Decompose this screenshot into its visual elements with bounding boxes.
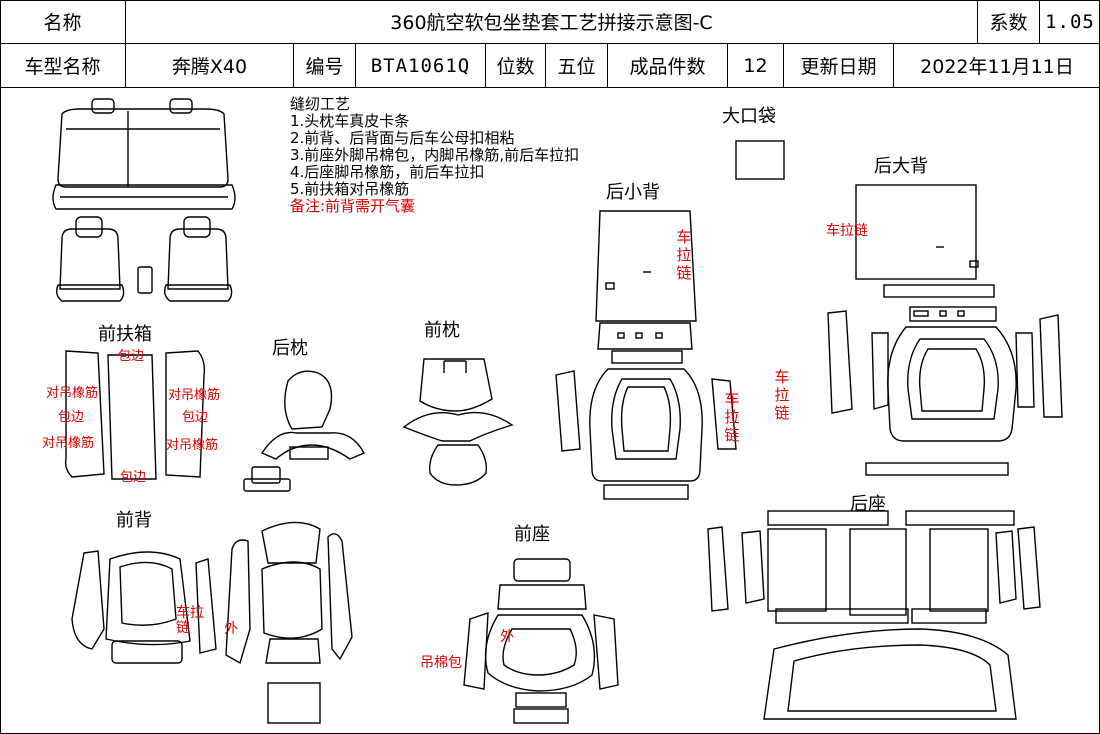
pieces-label: 成品件数 <box>608 44 728 87</box>
note-zipper: 车拉链 <box>774 368 790 422</box>
note-zipper: 车拉链 <box>724 390 740 444</box>
seats-value: 五位 <box>546 44 608 87</box>
date-value: 2022年11月11日 <box>920 56 1074 78</box>
craft-step: 3.前座外脚吊棉包，内脚吊橡筋,前后车拉扣 <box>290 146 580 164</box>
note-pair-elastic: 对吊橡筋 <box>168 388 221 403</box>
overview-front-seats <box>55 216 233 302</box>
model-value: 奔腾X40 <box>126 44 294 87</box>
note-pair-elastic: 对吊橡筋 <box>42 436 95 451</box>
label-big-pocket: 大口袋 <box>722 106 776 127</box>
rear-headrest-pieces <box>243 370 365 492</box>
craft-step: 1.头枕车真皮卡条 <box>290 112 410 130</box>
label-rear-headrest: 后枕 <box>272 338 308 359</box>
craft-note: 备注:前背需开气囊 <box>290 197 416 215</box>
label-rear-small-back: 后小背 <box>606 182 660 203</box>
note-wrap-edge: 包边 <box>182 410 209 425</box>
rear-small-back-pieces <box>555 210 737 500</box>
front-armrest-pieces <box>64 350 206 480</box>
coef-value: 1.05 <box>1045 10 1095 33</box>
code-label: 编号 <box>294 44 356 87</box>
craft-step: 2.前背、后背面与后车公母扣相粘 <box>290 129 515 147</box>
note-outer: 外 <box>224 621 238 637</box>
note-wrap-edge: 包边 <box>120 470 147 485</box>
note-zipper: 车拉链 <box>826 223 868 239</box>
craft-instructions: 缝纫工艺 1.头枕车真皮卡条 2.前背、后背面与后车公母扣相粘 3.前座外脚吊棉… <box>290 96 579 215</box>
coef-label: 系数 <box>978 0 1040 43</box>
note-zipper: 车拉链 <box>676 228 692 282</box>
header-row-info: 车型名称 奔腾X40 编号 BTA1061Q 位数 五位 成品件数 12 更新日… <box>0 44 1100 88</box>
note-pair-elastic: 对吊橡筋 <box>166 438 219 453</box>
front-seat-pieces <box>463 558 619 724</box>
craft-title: 缝纫工艺 <box>290 95 351 113</box>
front-back-pieces <box>71 521 353 724</box>
craft-step: 5.前扶箱对吊橡筋 <box>290 180 410 198</box>
overview-rear-bench <box>52 98 236 210</box>
note-cotton-wrap: 吊棉包 <box>420 655 462 671</box>
label-rear-seat: 后座 <box>850 494 886 515</box>
pattern-drawing <box>52 98 1063 724</box>
label-rear-big-back: 后大背 <box>874 156 928 177</box>
pieces-value: 12 <box>728 44 784 87</box>
front-headrest-pieces <box>402 358 514 486</box>
note-pair-elastic: 对吊橡筋 <box>46 386 99 401</box>
code-value: BTA1061Q <box>356 44 486 87</box>
label-front-armrest: 前扶箱 <box>98 324 152 345</box>
model-label: 车型名称 <box>0 44 126 87</box>
diagram-title: 360航空软包坐垫套工艺拼接示意图-C <box>126 0 978 43</box>
note-zipper: 车拉链 <box>176 605 204 636</box>
label-front-seat: 前座 <box>514 524 550 545</box>
label-front-back: 前背 <box>116 510 152 531</box>
rear-big-back-pieces <box>827 184 1063 476</box>
date-label: 更新日期 <box>784 44 894 87</box>
rear-seat-pieces <box>707 510 1041 720</box>
header-row-title: 名称 360航空软包坐垫套工艺拼接示意图-C 系数 1.05 <box>0 0 1100 44</box>
big-pocket-piece <box>735 140 785 180</box>
note-wrap-edge: 包边 <box>118 349 145 364</box>
note-wrap-edge: 包边 <box>58 410 85 425</box>
name-label: 名称 <box>0 0 126 43</box>
craft-step: 4.后座脚吊橡筋，前后车拉扣 <box>290 163 485 181</box>
seats-label: 位数 <box>486 44 546 87</box>
note-outer: 外 <box>500 629 514 645</box>
label-front-headrest: 前枕 <box>424 320 460 341</box>
